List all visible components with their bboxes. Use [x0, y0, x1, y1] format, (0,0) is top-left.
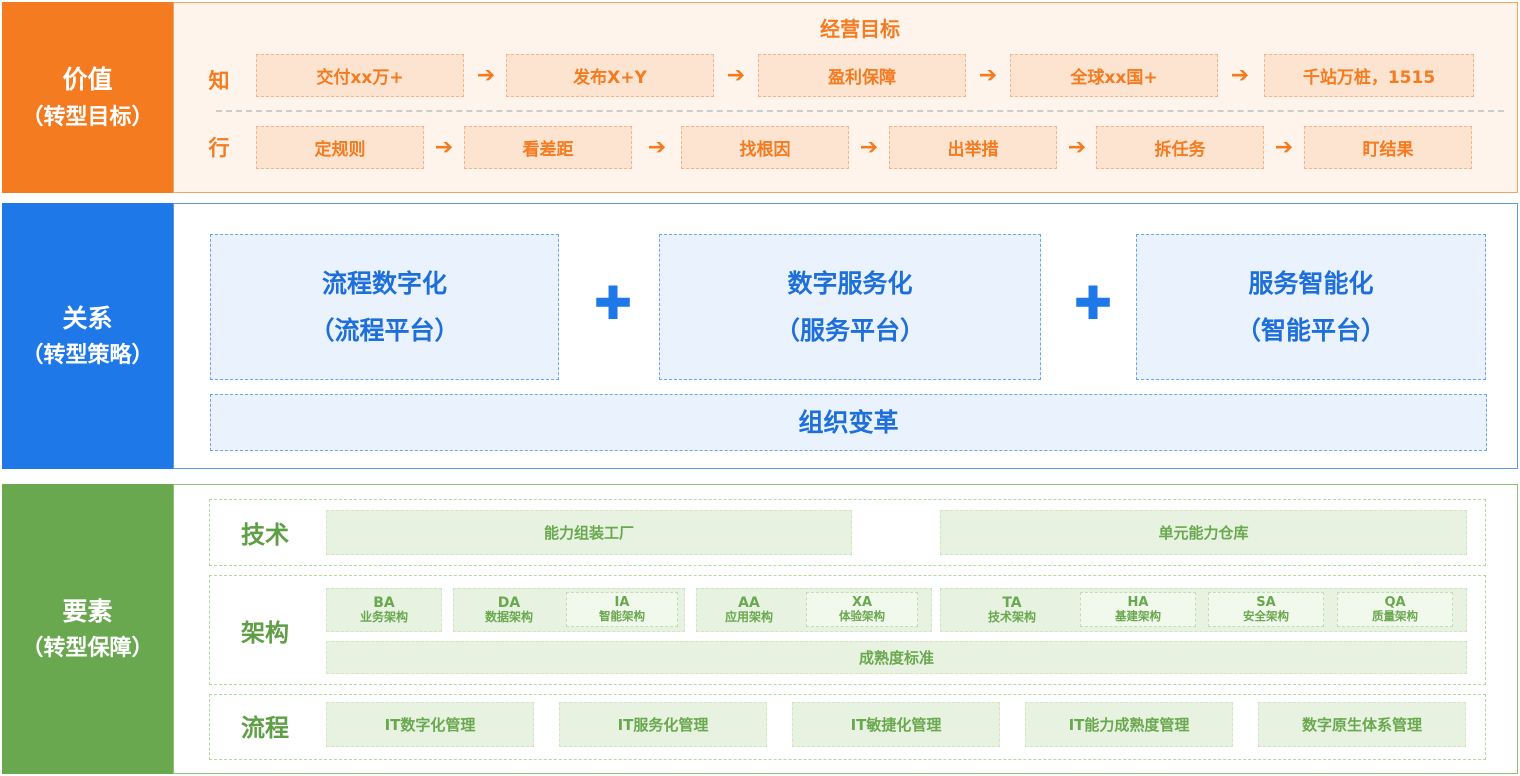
arch-code: TA — [1002, 594, 1022, 611]
arch-code: XA — [851, 595, 873, 611]
platform-subtitle: （智能平台） — [1235, 316, 1386, 345]
arch-name: 数据架构 — [484, 610, 533, 625]
act-step-5: 拆任务 — [1096, 126, 1264, 169]
arrow-right-icon: ➔ — [476, 62, 496, 88]
know-step-2: 发布X+Y — [506, 54, 714, 97]
process-item: IT敏捷化管理 — [792, 702, 1000, 747]
arch-ta-cell: TA 技术架构 — [944, 590, 1080, 630]
process-label: 流程 — [241, 713, 289, 742]
platform-subtitle: （流程平台） — [309, 316, 460, 345]
platform-title: 流程数字化 — [321, 268, 447, 298]
relation-side-panel: 关系 （转型策略） — [2, 203, 173, 469]
arch-name: 应用架构 — [724, 610, 773, 625]
org-change-label: 组织变革 — [798, 407, 899, 437]
elements-side-title: 要素 — [62, 596, 113, 626]
arch-code: IA — [614, 595, 630, 611]
value-side-title: 价值 — [62, 65, 113, 95]
architecture-row — [209, 575, 1486, 685]
architecture-label: 架构 — [241, 618, 289, 647]
plus-icon: ✚ — [593, 276, 633, 330]
arch-xa-cell: XA 体验架构 — [806, 592, 918, 627]
platform-subtitle: （服务平台） — [774, 316, 925, 345]
arch-ha-cell: HA 基建架构 — [1080, 592, 1196, 627]
process-item: IT数字化管理 — [326, 702, 534, 747]
arch-code: QA — [1384, 595, 1406, 611]
know-step-4: 全球xx国+ — [1010, 54, 1218, 97]
know-act-divider — [216, 110, 1504, 112]
platform-intelligence-box: 服务智能化 （智能平台） — [1136, 234, 1486, 380]
arch-da-cell: DA 数据架构 — [456, 590, 562, 630]
process-item: IT服务化管理 — [559, 702, 767, 747]
arch-name: 技术架构 — [987, 610, 1036, 625]
arrow-right-icon: ➔ — [726, 62, 746, 88]
maturity-standard-bar: 成熟度标准 — [326, 641, 1467, 674]
business-goal-title: 经营目标 — [820, 16, 900, 41]
arch-ba-cell: BA 业务架构 — [326, 588, 442, 632]
act-step-4: 出举措 — [889, 126, 1057, 169]
platform-process-box: 流程数字化 （流程平台） — [210, 234, 559, 380]
tech-row — [209, 499, 1486, 566]
act-step-1: 定规则 — [256, 126, 424, 169]
know-step-5: 千站万桩，1515 — [1264, 54, 1474, 97]
arch-code: AA — [738, 594, 760, 611]
act-label: 行 — [208, 136, 230, 160]
arrow-right-icon: ➔ — [1274, 134, 1294, 160]
process-item: IT能力成熟度管理 — [1025, 702, 1233, 747]
arrow-right-icon: ➔ — [1067, 134, 1087, 160]
know-step-1: 交付xx万+ — [256, 54, 464, 97]
know-step-3: 盈利保障 — [758, 54, 966, 97]
elements-side-panel: 要素 （转型保障） — [2, 484, 173, 774]
process-row — [209, 694, 1486, 760]
arch-code: SA — [1256, 595, 1276, 611]
value-side-subtitle: （转型目标） — [21, 104, 154, 130]
tech-item-assembly-factory: 能力组装工厂 — [326, 510, 852, 555]
arch-name: 质量架构 — [1372, 609, 1418, 624]
arch-name: 基建架构 — [1115, 609, 1161, 624]
arch-qa-cell: QA 质量架构 — [1337, 592, 1453, 627]
tech-label: 技术 — [241, 520, 289, 549]
arch-name: 业务架构 — [359, 610, 408, 625]
arrow-right-icon: ➔ — [1230, 62, 1250, 88]
arch-aa-cell: AA 应用架构 — [699, 590, 799, 630]
relation-side-subtitle: （转型策略） — [21, 343, 154, 369]
arch-name: 安全架构 — [1243, 609, 1289, 624]
arch-sa-cell: SA 安全架构 — [1208, 592, 1324, 627]
know-label: 知 — [208, 69, 230, 93]
arch-code: HA — [1127, 595, 1149, 611]
arrow-right-icon: ➔ — [978, 62, 998, 88]
process-item: 数字原生体系管理 — [1258, 702, 1466, 747]
arch-ia-cell: IA 智能架构 — [566, 592, 678, 627]
act-step-6: 盯结果 — [1304, 126, 1472, 169]
act-step-3: 找根因 — [681, 126, 849, 169]
arch-name: 体验架构 — [839, 609, 885, 624]
arrow-right-icon: ➔ — [859, 134, 879, 160]
act-step-2: 看差距 — [464, 126, 632, 169]
elements-side-subtitle: （转型保障） — [21, 636, 154, 662]
arch-code: DA — [497, 594, 521, 611]
arrow-right-icon: ➔ — [647, 134, 667, 160]
arrow-right-icon: ➔ — [434, 134, 454, 160]
platform-title: 服务智能化 — [1248, 268, 1374, 298]
platform-title: 数字服务化 — [787, 268, 913, 298]
relation-side-title: 关系 — [62, 303, 113, 333]
org-change-box: 组织变革 — [210, 394, 1487, 451]
value-side-panel: 价值 （转型目标） — [2, 2, 173, 193]
plus-icon: ✚ — [1073, 276, 1113, 330]
tech-item-capability-warehouse: 单元能力仓库 — [940, 510, 1467, 555]
arch-name: 智能架构 — [599, 609, 645, 624]
platform-service-box: 数字服务化 （服务平台） — [659, 234, 1041, 380]
arch-code: BA — [373, 594, 395, 611]
